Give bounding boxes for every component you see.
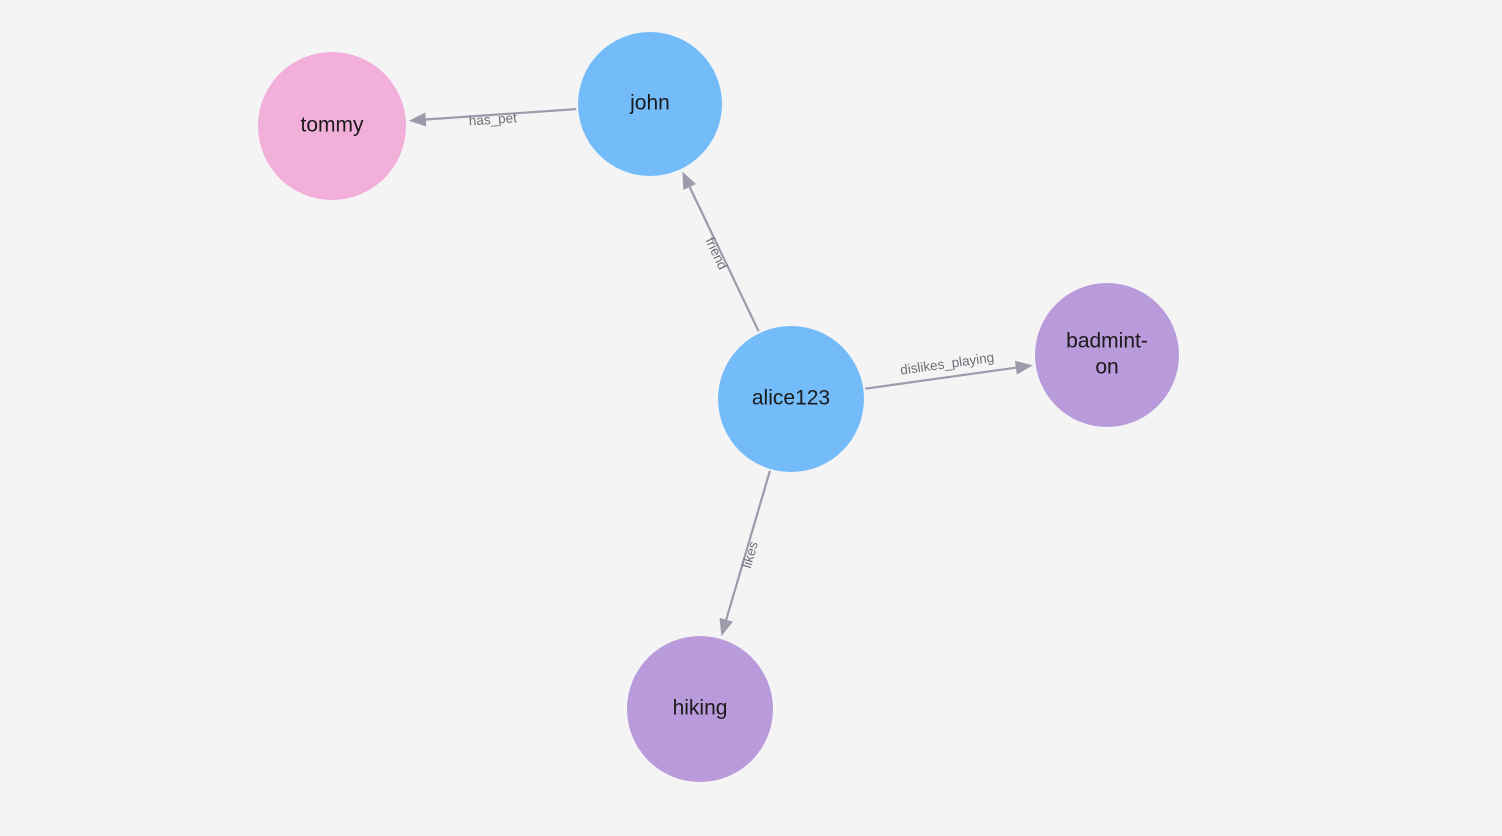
node-circle[interactable] (627, 636, 773, 782)
node-circle[interactable] (718, 326, 864, 472)
graph-edge[interactable]: has_pet (408, 108, 577, 129)
edge-line[interactable] (688, 186, 760, 332)
edge-arrowhead-icon (719, 617, 733, 637)
node-circle[interactable] (258, 52, 406, 200)
graph-edge[interactable]: likes (719, 470, 771, 637)
graph-edge[interactable]: friend (682, 171, 760, 332)
edge-line[interactable] (725, 470, 771, 621)
nodes-layer: tommy john alice123 badmint-on hiking (258, 32, 1179, 782)
graph-node-tommy[interactable]: tommy (258, 52, 406, 200)
edge-line[interactable] (865, 366, 1017, 390)
edge-arrowhead-icon (408, 112, 427, 127)
graph-node-badminton[interactable]: badmint-on (1035, 283, 1179, 427)
node-circle[interactable] (578, 32, 722, 176)
graph-node-john[interactable]: john (578, 32, 722, 176)
graph-node-alice123[interactable]: alice123 (718, 326, 864, 472)
edge-arrowhead-icon (682, 171, 696, 191)
edge-line[interactable] (425, 108, 577, 121)
graph-node-hiking[interactable]: hiking (627, 636, 773, 782)
edge-arrowhead-icon (1014, 360, 1033, 375)
node-circle[interactable] (1035, 283, 1179, 427)
graph-edge[interactable]: dislikes_playing (865, 350, 1033, 390)
